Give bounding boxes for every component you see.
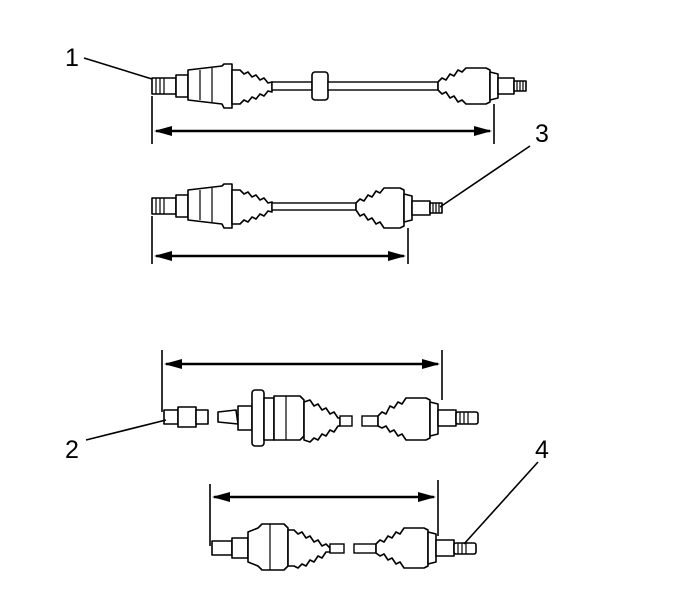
axle-4 [209, 480, 477, 571]
callout-1: 1 [65, 44, 153, 80]
callout-1-label: 1 [65, 44, 79, 72]
callout-4-label: 4 [535, 436, 549, 464]
axle-3 [151, 183, 443, 264]
callout-4: 4 [463, 436, 549, 545]
callout-2-label: 2 [65, 436, 79, 464]
callout-3-label: 3 [535, 120, 549, 148]
callout-2: 2 [65, 419, 167, 464]
axle-1 [151, 63, 527, 144]
axle-2 [161, 350, 479, 447]
callout-3: 3 [439, 120, 549, 208]
